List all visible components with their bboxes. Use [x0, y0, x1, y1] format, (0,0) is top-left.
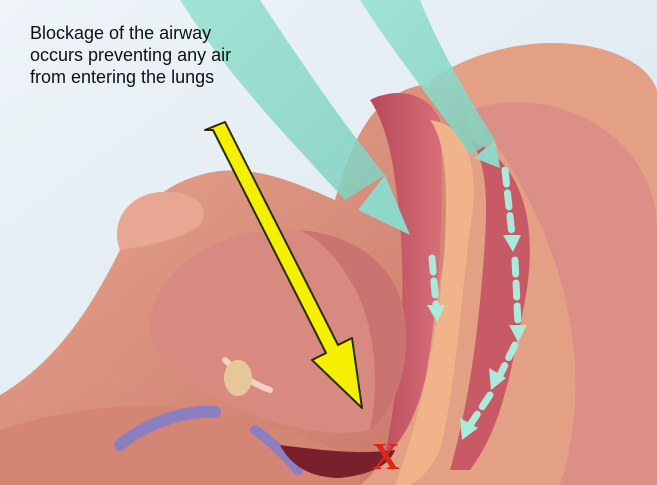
caption-line: from entering the lungs	[30, 66, 330, 88]
caption-line: Blockage of the airway	[30, 22, 330, 44]
tooth-blob	[224, 360, 252, 396]
caption-line: occurs preventing any air	[30, 44, 330, 66]
caption-text: Blockage of the airway occurs preventing…	[30, 22, 330, 88]
blockage-x-icon: X	[372, 438, 399, 476]
